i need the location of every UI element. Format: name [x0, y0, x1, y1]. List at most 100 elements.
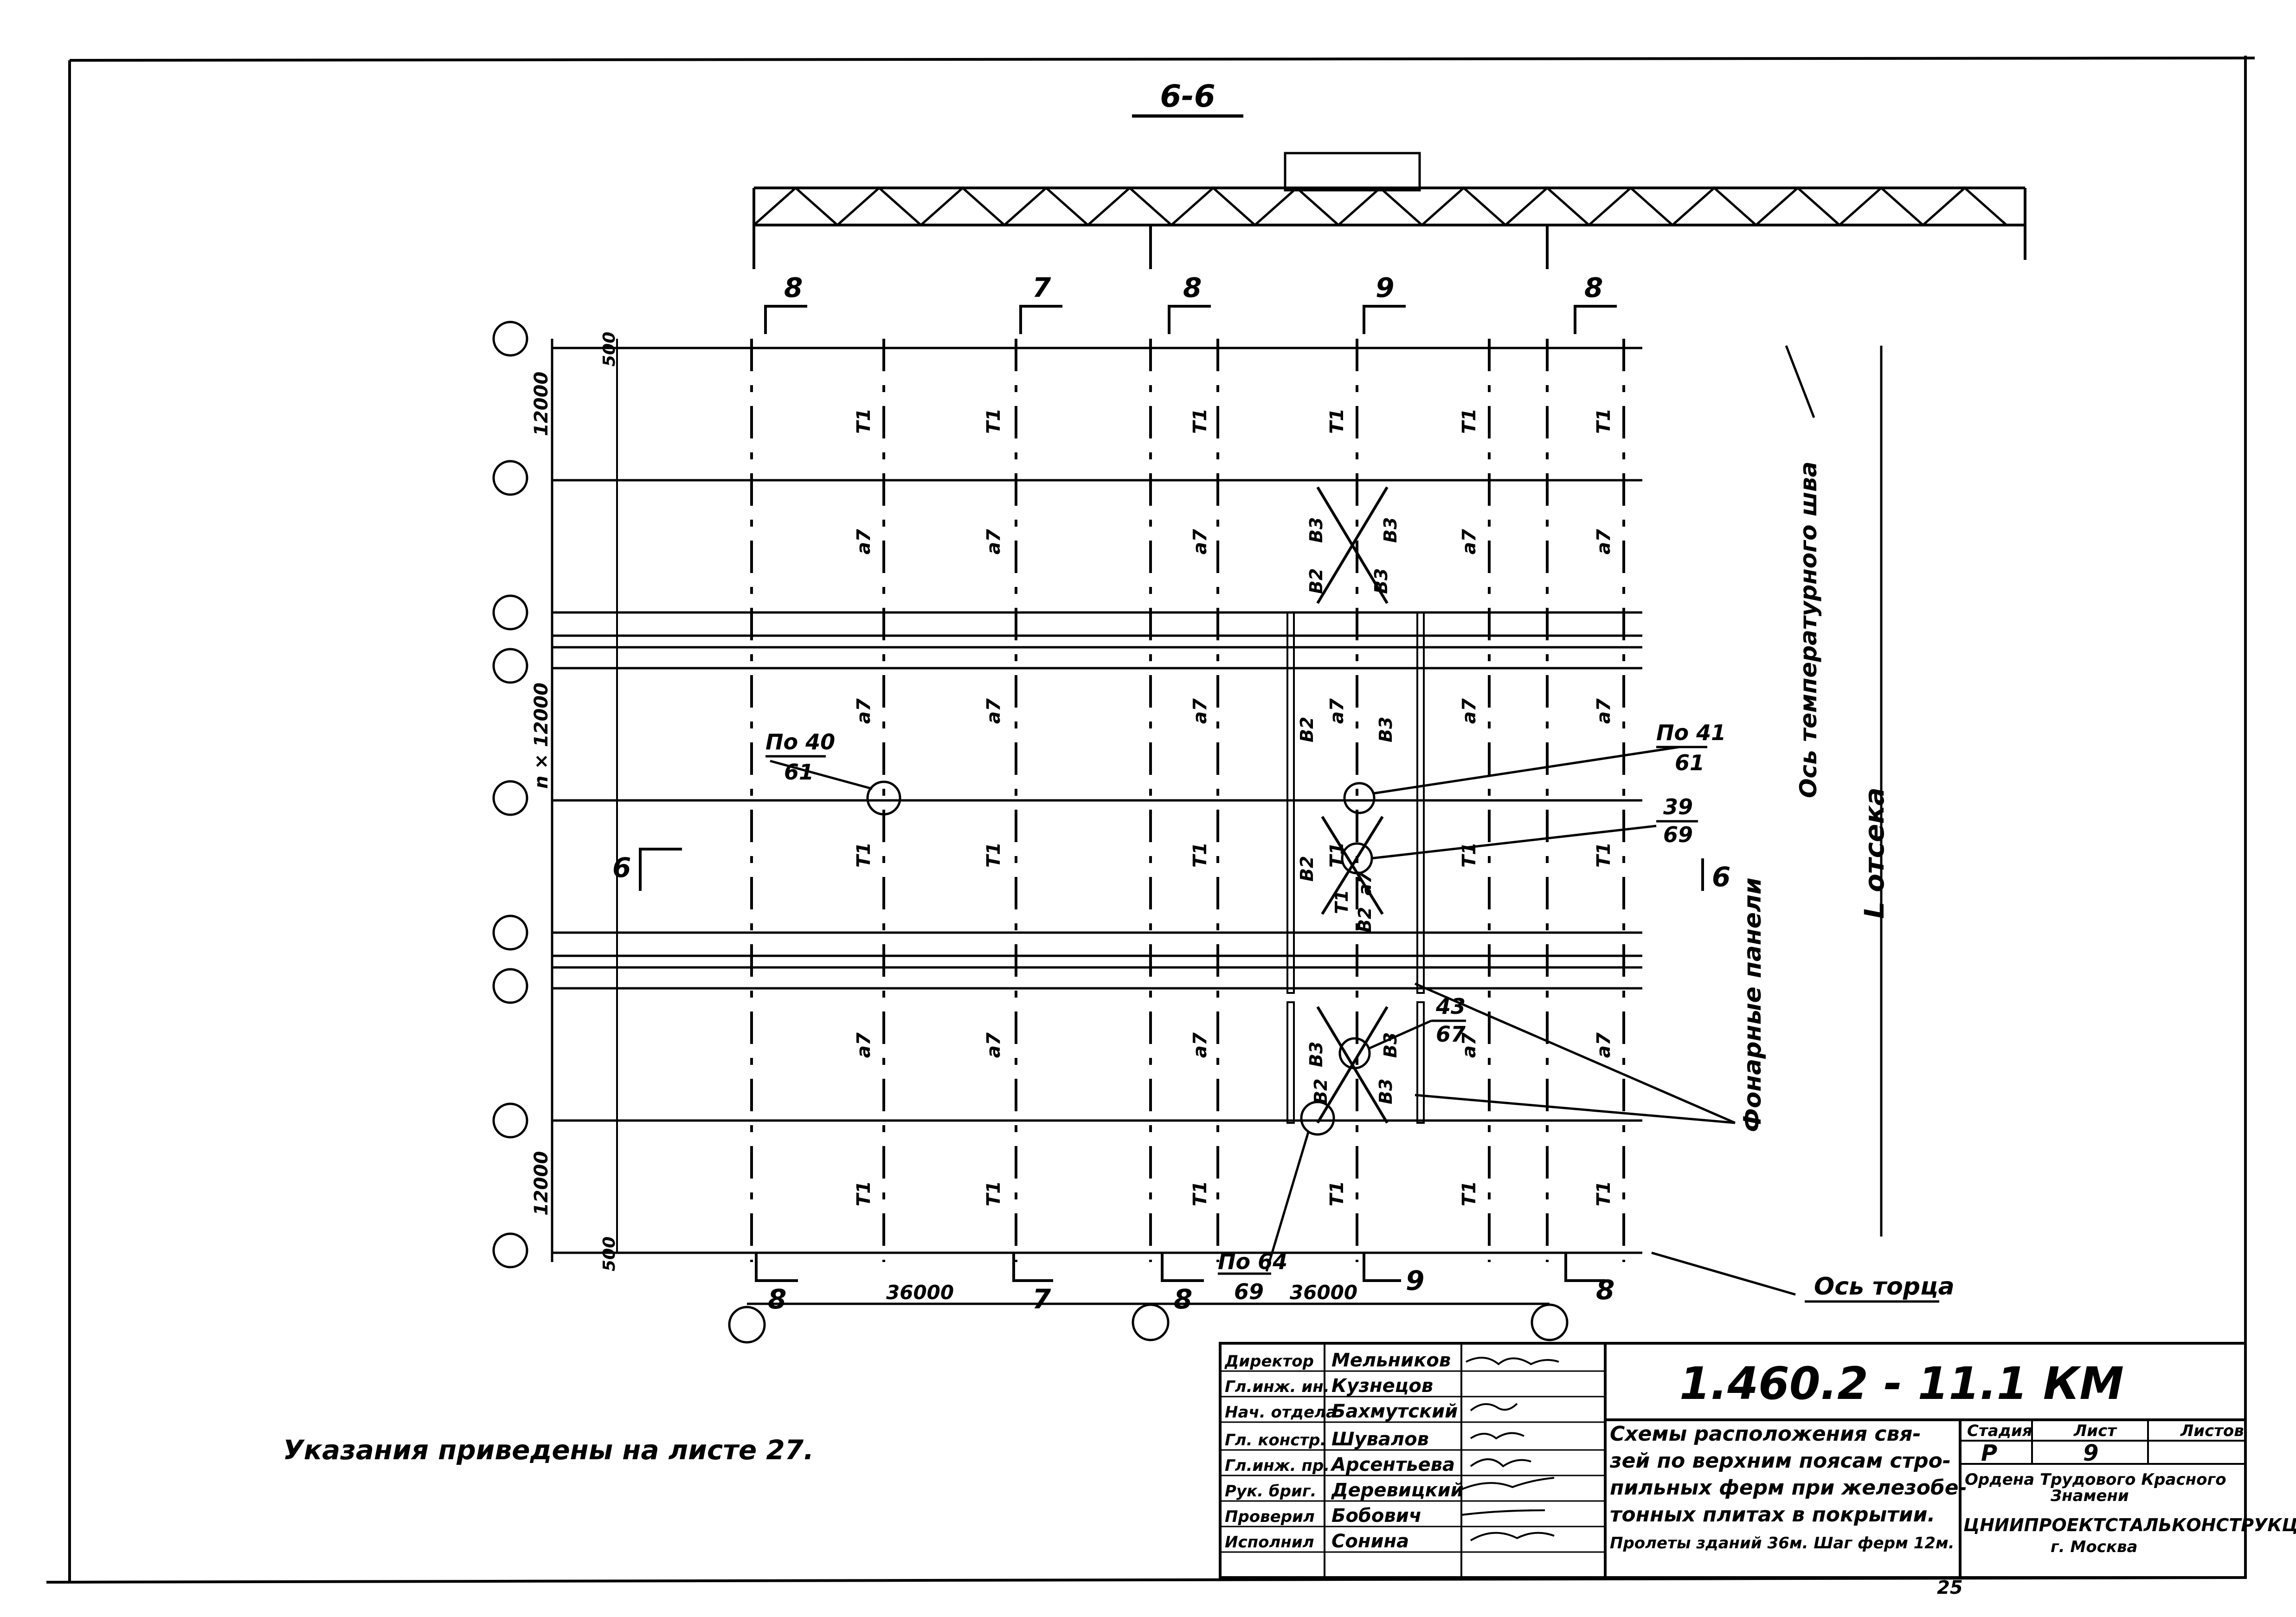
brace-label-7: B3	[1306, 1042, 1326, 1067]
stage-value: Р	[1981, 1440, 1997, 1466]
description-line-3: тонных плитах в покрытии.	[1610, 1503, 1935, 1527]
dim-left-top-small: 500	[600, 332, 619, 367]
cut-mark-top-5: 8	[1584, 272, 1603, 303]
title-block-names: МельниковКузнецовБахмутскийШуваловАрсент…	[1330, 1350, 1464, 1552]
strut-label-a7-1-0: a7	[983, 529, 1004, 554]
callout-3-bottom: 69	[1663, 822, 1693, 847]
title-block-organization: Ордена Трудового КрасногоЗнамениЦНИИПРОЕ…	[1963, 1470, 2296, 1556]
callout-3-top: 39	[1663, 794, 1693, 819]
title-block-role-2: Нач. отдела	[1225, 1403, 1337, 1422]
organization-line-3: г. Москва	[2051, 1538, 2137, 1556]
description-line-2: пильных ферм при железобе-	[1610, 1476, 1967, 1500]
strut-label-a7-2-0: a7	[1190, 529, 1211, 554]
cut-mark-top-1: 8	[784, 272, 803, 303]
strut-label-a7-4-1: a7	[1459, 698, 1480, 724]
title-block-name-5: Деревицкий	[1331, 1480, 1464, 1501]
strut-label-a7-3-1: a7	[1326, 698, 1348, 724]
callout-5-top: По 64	[1218, 1249, 1287, 1274]
truss-label-T1-5-1: T1	[1593, 842, 1614, 868]
end-axis-label: Ось торца	[1814, 1273, 1955, 1301]
organization-line-0: Ордена Трудового Красного	[1965, 1470, 2226, 1489]
document-code: 1.460.2 - 11.1 КМ	[1679, 1358, 2124, 1410]
dimension-chain-bottom: 36000 36000	[747, 1281, 1550, 1305]
instructions-note: Указания приведены на листе 27.	[283, 1434, 814, 1466]
title-block-name-2: Бахмутский	[1331, 1401, 1458, 1422]
truss-label-T1-1-1: T1	[983, 842, 1004, 868]
callout-4-bottom: 67	[1436, 1022, 1466, 1047]
member-labels: T1T1T1a7a7a7T1T1T1a7a7a7T1T1T1a7a7a7T1T1…	[853, 408, 1614, 1206]
brace-label-9: B2	[1311, 1079, 1331, 1104]
callout-1-bottom: 61	[784, 760, 814, 785]
strut-label-a7-0-0: a7	[853, 529, 875, 554]
cut-markers-side: 6 6	[612, 848, 1730, 893]
strut-label-a7-4-0: a7	[1459, 529, 1480, 554]
title-block-role-5: Рук. бриг.	[1225, 1482, 1317, 1501]
dimension-length-right: L отсека	[1859, 346, 1890, 1237]
dim-left-bottom: 12000	[531, 1151, 552, 1216]
title-block-name-0: Мельников	[1331, 1350, 1451, 1371]
title-block-name-1: Кузнецов	[1331, 1375, 1433, 1397]
strut-label-a7-2-2: a7	[1190, 1032, 1211, 1058]
truss-label-T1-3-1: T1	[1326, 842, 1348, 868]
cut-mark-top-4: 9	[1376, 272, 1394, 303]
truss-label-T1-1-2: T1	[983, 1181, 1004, 1206]
truss-label-T1-5-2: T1	[1593, 1181, 1614, 1206]
truss-label-T1-4-2: T1	[1459, 1181, 1480, 1206]
title-block-role-6: Проверил	[1225, 1507, 1315, 1526]
strut-label-a7-4-2: a7	[1459, 1032, 1480, 1058]
brace-label-1: B3	[1376, 717, 1396, 742]
truss-label-T1-0-0: T1	[853, 408, 875, 434]
title-block-role-1: Гл.инж. ин.	[1225, 1378, 1330, 1396]
sheets-label: Листов	[2180, 1422, 2244, 1440]
page-number: 25	[1937, 1577, 1963, 1598]
brace-label-6: B3	[1371, 568, 1391, 594]
dimension-chain-left: 500 12000 n × 12000 12000 500	[531, 332, 619, 1271]
cut-mark-bottom-1: 8	[768, 1283, 786, 1315]
title-block-name-7: Сонина	[1331, 1531, 1409, 1552]
strut-label-a7-2-1: a7	[1190, 698, 1211, 724]
cut-mark-bottom-5: 8	[1596, 1274, 1614, 1306]
title-block-name-4: Арсентьева	[1330, 1454, 1455, 1475]
brace-label-10: B3	[1376, 1079, 1396, 1104]
strut-label-a7-5-1: a7	[1593, 698, 1614, 724]
sheet-label: Лист	[2073, 1422, 2117, 1440]
brace-label-11: B2	[1355, 907, 1375, 933]
axis-bubbles-left	[492, 321, 528, 1269]
section-title: 6-6	[1160, 78, 1215, 114]
dim-wall-length: L отсека	[1859, 787, 1890, 919]
callout-4-top: 43	[1435, 994, 1466, 1019]
truss-label-T1-2-0: T1	[1190, 408, 1211, 434]
title-block-role-3: Гл. констр.	[1225, 1431, 1326, 1450]
cut-mark-side-left: 6	[612, 852, 631, 883]
brace-label-3: B3	[1306, 517, 1326, 543]
callout-1-top: По 40	[765, 729, 835, 754]
strut-label-a7-1-2: a7	[983, 1032, 1004, 1058]
description-line-4: Пролеты зданий 36м. Шаг ферм 12м.	[1610, 1534, 1955, 1553]
dim-left-middle: n × 12000	[531, 683, 552, 789]
brace-label-4: B3	[1380, 517, 1401, 543]
title-block-role-0: Директор	[1224, 1352, 1314, 1371]
cut-mark-bottom-2: 7	[1032, 1283, 1051, 1315]
title-block-role-7: Исполнил	[1225, 1533, 1314, 1552]
truss-label-T1-0-2: T1	[853, 1181, 875, 1206]
truss-label-T1-4-0: T1	[1459, 408, 1480, 434]
strut-label-a7-0-2: a7	[853, 1032, 875, 1058]
truss-label-T1-3-2: T1	[1326, 1181, 1348, 1206]
dim-left-bottom-small: 500	[600, 1237, 619, 1271]
stage-label: Стадия	[1967, 1422, 2032, 1440]
truss-label-T1-1-0: T1	[983, 408, 1004, 434]
strut-label-a7-0-1: a7	[853, 698, 875, 724]
title-block-description: Схемы расположения свя-зей по верхним по…	[1609, 1422, 1967, 1553]
lantern-panels-label: Фонарные панели	[1739, 877, 1767, 1132]
description-line-0: Схемы расположения свя-	[1610, 1422, 1921, 1446]
axis-bubbles-bottom	[728, 1303, 1569, 1344]
brace-label-0: B2	[1297, 717, 1317, 742]
dim-left-top: 12000	[531, 372, 552, 436]
grid-lines-horizontal	[552, 347, 1642, 1254]
callouts: По 40 61 По 41 61 39 69 43 67 По 64 69	[765, 720, 1726, 1304]
title-block-name-6: Бобович	[1331, 1505, 1421, 1527]
truss-elevation	[752, 152, 2026, 269]
